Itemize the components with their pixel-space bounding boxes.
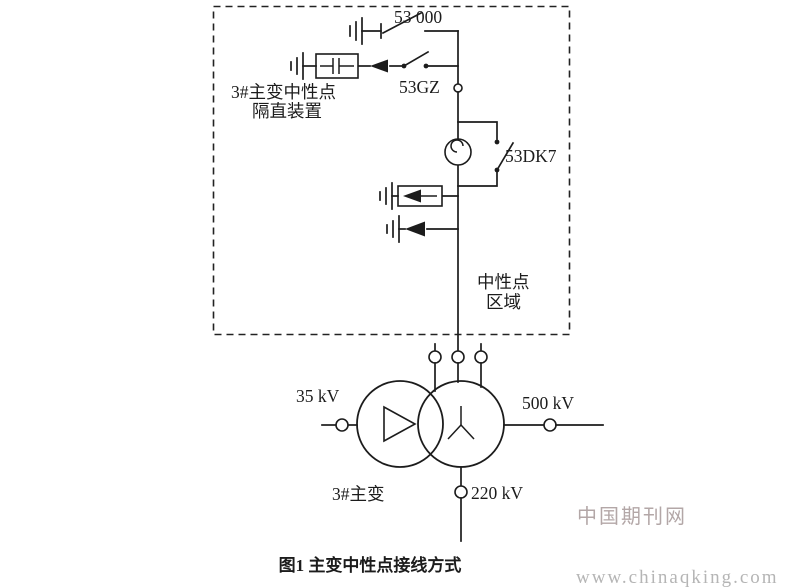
ground-icon-arrester (379, 182, 393, 210)
figure-caption: 图1 主变中性点接线方式 (279, 555, 462, 575)
delta-icon (383, 405, 417, 443)
transformer-delta-winding (356, 380, 444, 468)
label-transformer-name: 3#主变 (332, 484, 385, 504)
terminal-500kv (503, 418, 604, 432)
watermark-site-url: www.chinaqking.com (576, 567, 779, 587)
label-53000: 53 000 (394, 7, 442, 27)
breaker-53dk7 (457, 121, 515, 187)
watermark-site-name: 中国期刊网 (577, 505, 687, 528)
disconnector-53gz (389, 50, 459, 69)
neutral-zone-border (212, 5, 571, 336)
bushing-right (474, 350, 488, 364)
arrester-box (397, 185, 443, 207)
label-500kv: 500 kV (522, 393, 574, 413)
wye-icon (447, 406, 475, 440)
ground-icon-gap (386, 215, 400, 243)
spark-gap-arrow-icon (405, 221, 425, 237)
dc-blocking-device-box (315, 53, 359, 79)
ground-icon-top (349, 17, 363, 45)
transformer-symbol (356, 380, 505, 468)
neutral-bus-line (453, 30, 463, 352)
disconnector-53000 (361, 11, 459, 39)
label-53dk7: 53DK7 (505, 146, 557, 166)
neutral-ct-icon (444, 138, 472, 166)
label-53gz: 53GZ (399, 77, 440, 97)
terminal-35kv (321, 418, 358, 432)
ground-icon-blocking (290, 52, 304, 80)
bushing-terminals (428, 343, 488, 392)
bushing-left (428, 350, 442, 364)
label-220kv: 220 kV (471, 483, 523, 503)
label-35kv: 35 kV (296, 386, 340, 406)
test-point-node (453, 83, 463, 93)
terminal-220kv (454, 466, 468, 542)
label-zone-line2: 区域 (486, 292, 521, 312)
arrow-icon-blocking (370, 59, 388, 73)
label-device-line2: 隔直装置 (252, 101, 322, 121)
label-device-line1: 3#主变中性点 (231, 82, 336, 102)
label-zone-line1: 中性点 (477, 272, 530, 292)
bushing-center (451, 350, 465, 364)
